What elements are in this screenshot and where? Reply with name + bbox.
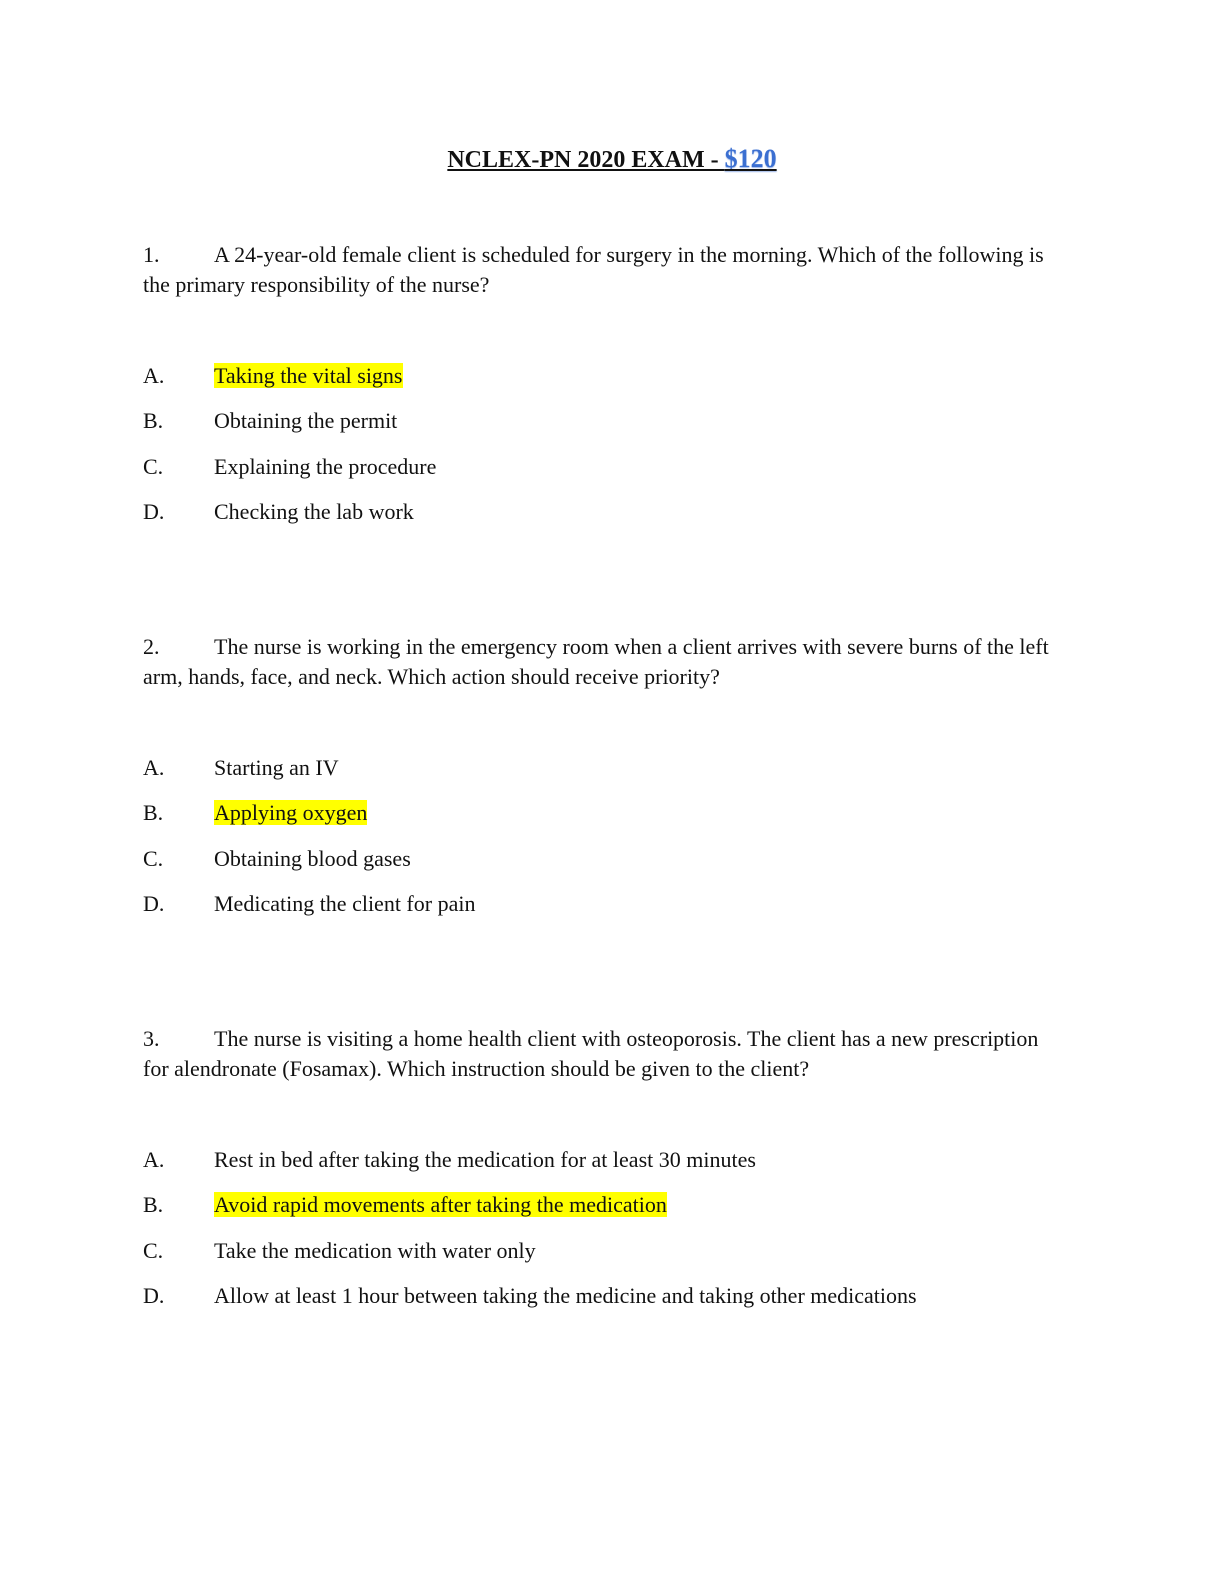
option-letter: B. bbox=[143, 1192, 164, 1218]
question-text: A 24-year-old female client is scheduled… bbox=[143, 242, 1044, 297]
option-c: C. Explaining the procedure bbox=[143, 453, 436, 481]
option-letter: A. bbox=[143, 755, 165, 780]
option-a: A. Starting an IV bbox=[143, 754, 339, 782]
option-letter: B. bbox=[143, 800, 164, 826]
option-c: C. Obtaining blood gases bbox=[143, 845, 411, 873]
option-b: B. Applying oxygen bbox=[143, 799, 368, 827]
option-c: C. Take the medication with water only bbox=[143, 1237, 536, 1265]
option-letter: D. bbox=[143, 498, 165, 524]
option-text: Take the medication with water only bbox=[214, 1237, 536, 1263]
question-number: 3. bbox=[143, 1026, 160, 1051]
question-number: 1. bbox=[143, 242, 160, 267]
option-a: A. Rest in bed after taking the medicatio… bbox=[143, 1146, 756, 1174]
option-d: D. Medicating the client for pain bbox=[143, 890, 475, 918]
option-d: D. Allow at least 1 hour between taking t… bbox=[143, 1282, 917, 1310]
option-letter: B. bbox=[143, 408, 164, 434]
option-letter: A. bbox=[143, 363, 165, 388]
option-text: Checking the lab work bbox=[214, 498, 414, 524]
option-text: Applying oxygen bbox=[214, 800, 368, 826]
option-letter: C. bbox=[143, 453, 164, 479]
option-letter: D. bbox=[143, 890, 165, 916]
option-text: Obtaining blood gases bbox=[214, 845, 411, 871]
option-a: A. Taking the vital signs bbox=[143, 362, 403, 390]
option-letter: D. bbox=[143, 1282, 165, 1308]
page-title: NCLEX-PN 2020 EXAM - $120 bbox=[0, 144, 1224, 174]
question-number: 2. bbox=[143, 634, 160, 659]
option-text: Obtaining the permit bbox=[214, 408, 398, 434]
question-1: 1.A 24-year-old female client is schedul… bbox=[143, 240, 1063, 300]
option-text: Medicating the client for pain bbox=[214, 890, 476, 916]
option-letter: C. bbox=[143, 1237, 164, 1263]
question-text: The nurse is visiting a home health clie… bbox=[143, 1026, 1039, 1081]
option-text: Rest in bed after taking the medication … bbox=[214, 1147, 756, 1172]
option-text: Starting an IV bbox=[214, 755, 339, 780]
question-text: The nurse is working in the emergency ro… bbox=[143, 634, 1049, 689]
option-d: D. Checking the lab work bbox=[143, 498, 414, 526]
question-3: 3.The nurse is visiting a home health cl… bbox=[143, 1024, 1063, 1084]
option-letter: C. bbox=[143, 845, 164, 871]
price-link[interactable]: $120 bbox=[724, 144, 777, 173]
option-text: Allow at least 1 hour between taking the… bbox=[214, 1282, 917, 1308]
option-letter: A. bbox=[143, 1147, 165, 1172]
option-text: Explaining the procedure bbox=[214, 453, 437, 479]
option-text: Taking the vital signs bbox=[214, 363, 403, 388]
question-2: 2.The nurse is working in the emergency … bbox=[143, 632, 1063, 692]
option-b: B. Avoid rapid movements after taking the… bbox=[143, 1191, 667, 1219]
option-text: Avoid rapid movements after taking the m… bbox=[214, 1192, 667, 1218]
title-text: NCLEX-PN 2020 EXAM - bbox=[447, 147, 725, 173]
option-b: B. Obtaining the permit bbox=[143, 407, 397, 435]
